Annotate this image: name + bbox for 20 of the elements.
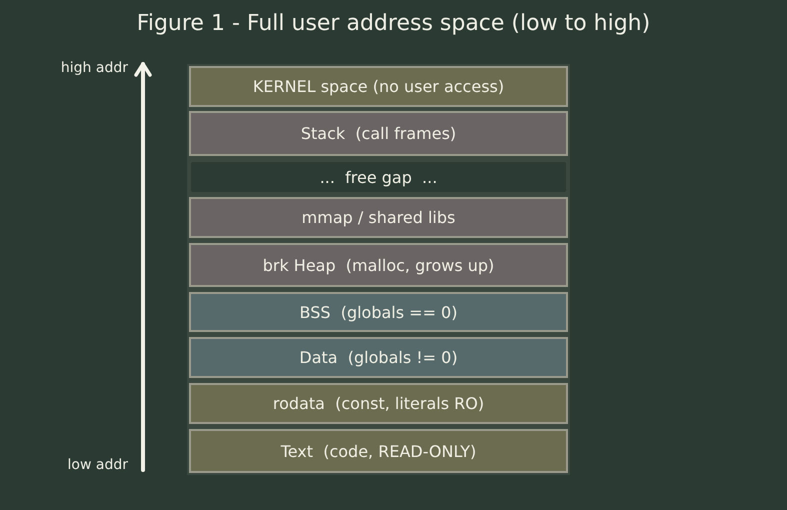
memory-segment-box — [189, 197, 568, 238]
segment-label: BSS (globals == 0) — [300, 302, 458, 322]
low-address-label: low addr — [68, 457, 128, 473]
memory-segment-box — [189, 243, 568, 287]
segment-label: rodata (const, literals RO) — [272, 394, 484, 413]
memory-segment-box — [189, 429, 568, 473]
segment-label: ... free gap ... — [320, 168, 438, 186]
segment-label: KERNEL space (no user access) — [252, 77, 504, 96]
memory-segment-box — [189, 111, 568, 156]
segment-label: Text (code, READ-ONLY) — [280, 442, 476, 460]
segment-label: Data (globals != 0) — [299, 348, 458, 367]
figure-title: Figure 1 - Full user address space (low to high) — [136, 11, 652, 36]
memory-segment-box — [189, 66, 568, 107]
memory-segment-box — [189, 383, 568, 424]
memory-segment-box — [189, 337, 568, 378]
segment-label: Stack (call frames) — [300, 124, 456, 143]
segment-label: brk Heap (malloc, grows up) — [262, 256, 494, 274]
high-address-label: high addr — [60, 60, 128, 76]
memory-segment-box — [189, 292, 568, 332]
segment-label: mmap / shared libs — [302, 208, 456, 227]
